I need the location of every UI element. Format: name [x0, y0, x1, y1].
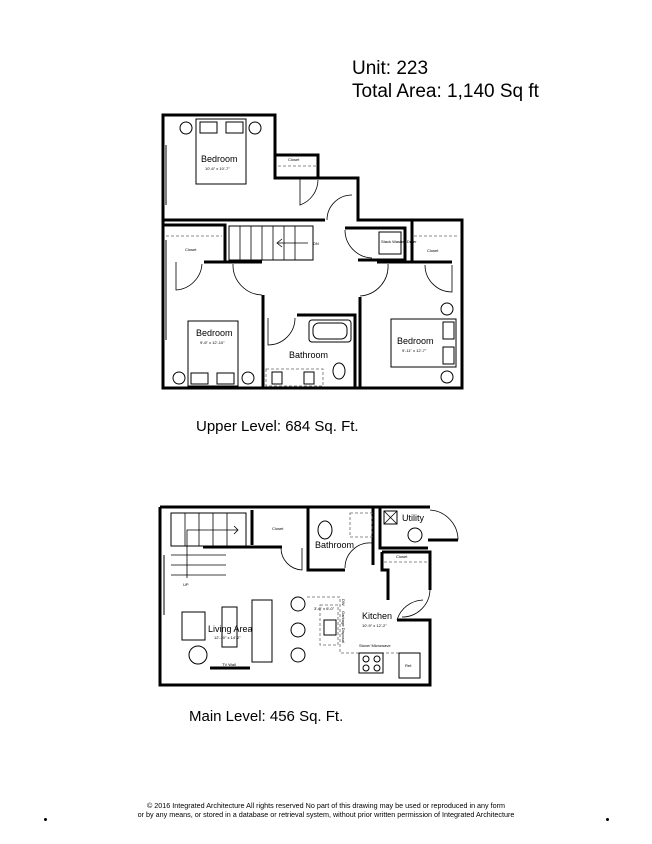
utility-wall: [378, 507, 428, 550]
vanity: [265, 368, 324, 387]
stair-dn-label: DN: [313, 241, 319, 246]
copyright-line-2: or by any means, or stored in a database…: [137, 810, 515, 819]
closet-label: Closet: [427, 248, 439, 253]
toilet: [332, 362, 346, 380]
door: [396, 599, 424, 621]
closet-label: Closet: [288, 157, 300, 162]
closet-label: Closet: [185, 247, 197, 252]
utility-name: Utility: [402, 513, 424, 523]
closet-wall: [380, 552, 390, 600]
upper-level-caption: Upper Level: 684 Sq. Ft.: [196, 418, 359, 435]
nightstand-lamp-icon: [248, 121, 262, 135]
bed: [195, 118, 247, 185]
stair-treads: [171, 513, 228, 576]
nightstand-lamp-icon: [179, 121, 193, 135]
copyright-line-1: © 2016 Integrated Architecture All right…: [146, 801, 506, 810]
closet-label: Closet: [272, 526, 284, 531]
door: [299, 178, 319, 206]
door: [280, 547, 303, 571]
bedroom-size: 9'-6" x 12'-10": [200, 340, 225, 345]
closet-wall: [382, 550, 432, 590]
toilet: [317, 520, 333, 540]
door: [326, 194, 353, 221]
door: [232, 263, 263, 296]
bath-wall: [306, 507, 345, 572]
stair-arrow-icon: [186, 529, 238, 578]
main-level-caption: Main Level: 456 Sq. Ft.: [189, 708, 344, 725]
bathroom-name: Bathroom: [315, 540, 354, 550]
total-area: Total Area: 1,140 Sq ft: [352, 81, 539, 102]
nightstand-lamp-icon: [241, 371, 255, 385]
door: [175, 262, 203, 291]
sofa: [251, 599, 273, 663]
bedroom-name: Bedroom: [196, 328, 233, 338]
stair-arrow-head-icon: [276, 238, 283, 248]
coffee-table: [221, 606, 238, 648]
staircase: [228, 225, 314, 261]
closet-wall: [410, 220, 452, 264]
main-level-plan: UP Closet Bathroom Utility Closet 3'-6" …: [158, 505, 459, 687]
side-table: [188, 645, 208, 665]
wall: [163, 223, 227, 262]
door: [344, 542, 373, 569]
island: [319, 604, 339, 646]
closet-wall: [275, 153, 320, 178]
corner-mark: [606, 818, 609, 821]
stack-washer-dryer: [378, 231, 402, 255]
dw-label: DW: [341, 599, 346, 606]
bath-wall: [297, 313, 357, 388]
stair-up-label: UP: [183, 582, 189, 587]
living-name: Living Area: [208, 624, 253, 634]
door: [267, 317, 296, 346]
water-heater: [383, 510, 398, 525]
tv-wall-label: TV Wall: [222, 662, 236, 667]
armchair: [181, 611, 206, 641]
unit-number: Unit: 223: [352, 58, 429, 79]
island-size: 3'-6" x 6'-0": [314, 606, 335, 611]
bedroom-name: Bedroom: [397, 336, 434, 346]
shower: [349, 512, 373, 538]
entry-door: [429, 509, 459, 541]
stove: [358, 652, 384, 674]
door: [359, 263, 389, 297]
copyright-notice: © 2016 Integrated Architecture All right…: [0, 801, 652, 819]
bathroom-name: Bathroom: [289, 350, 328, 360]
bedroom-size: 10'-6" x 10'-7": [205, 166, 230, 171]
stool: [290, 647, 306, 663]
bathtub: [308, 319, 352, 343]
corner-mark: [44, 818, 47, 821]
stool: [290, 596, 306, 612]
nightstand-lamp-icon: [440, 370, 454, 384]
bed: [187, 320, 239, 387]
kitchen-size: 10'-9" x 12'-2": [362, 623, 387, 628]
door: [401, 589, 431, 618]
nightstand-lamp-icon: [172, 371, 186, 385]
door: [344, 229, 373, 259]
ref-label: Ref.: [405, 663, 412, 668]
living-size: 12'-10" x 14'-2": [214, 635, 241, 640]
stool: [290, 622, 306, 638]
door: [424, 264, 453, 293]
staircase: [170, 512, 247, 547]
nightstand-lamp-icon: [440, 302, 454, 316]
closet-label: Closet: [396, 554, 408, 559]
bed: [390, 318, 457, 368]
utility-tank: [407, 527, 423, 543]
kitchen-name: Kitchen: [362, 611, 392, 621]
washer-closet-wall: [345, 226, 407, 262]
washer-label: Stack Washer Dryer: [381, 239, 417, 244]
sink: [323, 619, 337, 636]
upper-level-plan: DN Closet Closet Closet Stack Washer Dry…: [161, 113, 464, 390]
outer-wall: [158, 507, 432, 687]
refrigerator: [398, 652, 421, 679]
disposal-label: Garbage Disposal: [341, 611, 346, 643]
bedroom-name: Bedroom: [201, 154, 238, 164]
stove-label: Stove/ Microwave: [359, 643, 391, 648]
bedroom-size: 9'-11" x 12'-7": [402, 348, 427, 353]
